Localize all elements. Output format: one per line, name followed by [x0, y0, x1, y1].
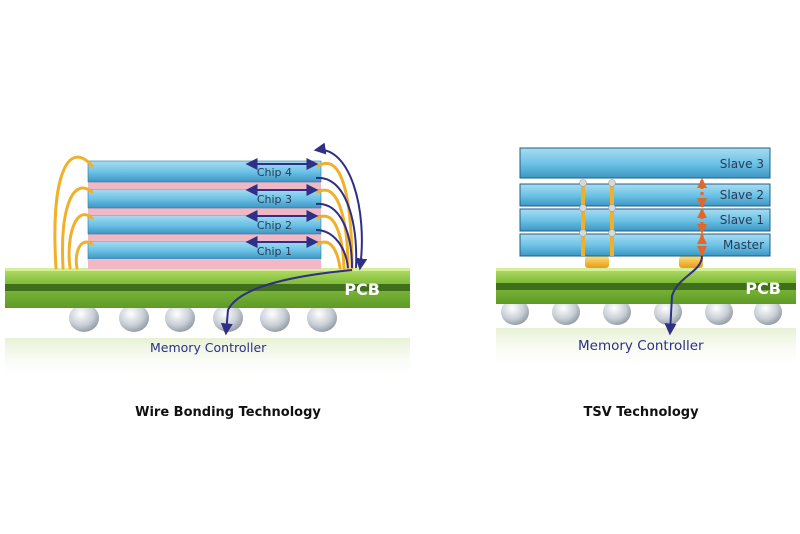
slave-1-label: Slave 1 [720, 213, 764, 227]
solder-ball [260, 304, 290, 332]
via-cap [579, 229, 587, 237]
solder-balls [69, 304, 337, 332]
solder-ball [654, 299, 682, 325]
via-cap [579, 179, 587, 187]
solder-ball [119, 304, 149, 332]
memory-controller-label: Memory Controller [150, 340, 267, 355]
solder-ball [552, 299, 580, 325]
memory-controller-label: Memory Controller [578, 338, 704, 354]
pcb-reflection [5, 338, 410, 380]
micro-bump [679, 256, 703, 268]
slave-2-label: Slave 2 [720, 188, 764, 202]
slave-3-label: Slave 3 [720, 157, 764, 171]
die-slave-3 [519, 147, 771, 179]
pcb-label: PCB [344, 280, 380, 299]
chip-3-label: Chip 3 [257, 193, 292, 206]
master-label: Master [723, 238, 764, 252]
solder-ball [705, 299, 733, 325]
via-cap [608, 179, 616, 187]
chip-2-label: Chip 2 [257, 219, 292, 232]
controller-signal-arrow [664, 255, 703, 336]
pcb-reflection [496, 328, 796, 370]
solder-ball [165, 304, 195, 332]
bond-wire [67, 213, 94, 270]
micro-bump [585, 256, 609, 268]
bond-wire [53, 155, 94, 270]
solder-ball [501, 299, 529, 325]
chip-4-label: Chip 4 [257, 166, 292, 179]
bond-wire [74, 240, 94, 270]
wire-signal-arrow [315, 176, 358, 269]
wire-bonding-caption: Wire Bonding Technology [135, 405, 321, 420]
spacer [88, 234, 321, 241]
via-cap [608, 204, 616, 212]
solder-balls [501, 299, 782, 325]
wire-bonding-package: Chip 4 Chip 3 Chip 2 Chip 1 [5, 142, 410, 380]
die-attach-pad [88, 260, 321, 269]
spacer [88, 208, 321, 215]
wire-signal-arrow [315, 229, 349, 269]
solder-ball [307, 304, 337, 332]
signal-paths [220, 142, 368, 336]
pcb-label: PCB [745, 279, 781, 298]
solder-ball [69, 304, 99, 332]
solder-ball [603, 299, 631, 325]
wire-signal-arrow [313, 142, 368, 271]
chip-1-label: Chip 1 [257, 245, 292, 258]
tsv-vias [579, 178, 707, 256]
controller-signal-arrow [220, 269, 353, 336]
left-bond-wires [53, 155, 94, 270]
tsv-caption: TSV Technology [583, 405, 699, 420]
pcb-inner-layer [496, 283, 796, 290]
pcb-inner-layer [5, 284, 410, 291]
tsv-package: Slave 3 Slave 2 Slave 1 Master PCB Memor… [496, 147, 796, 370]
via-cap [608, 229, 616, 237]
via-cap [579, 204, 587, 212]
bond-wire [61, 186, 94, 270]
solder-ball [754, 299, 782, 325]
pcb-top-edge [496, 268, 796, 271]
wire-signal-arrow [315, 202, 353, 269]
pcb-top-edge [5, 268, 410, 271]
spacer [88, 182, 321, 189]
